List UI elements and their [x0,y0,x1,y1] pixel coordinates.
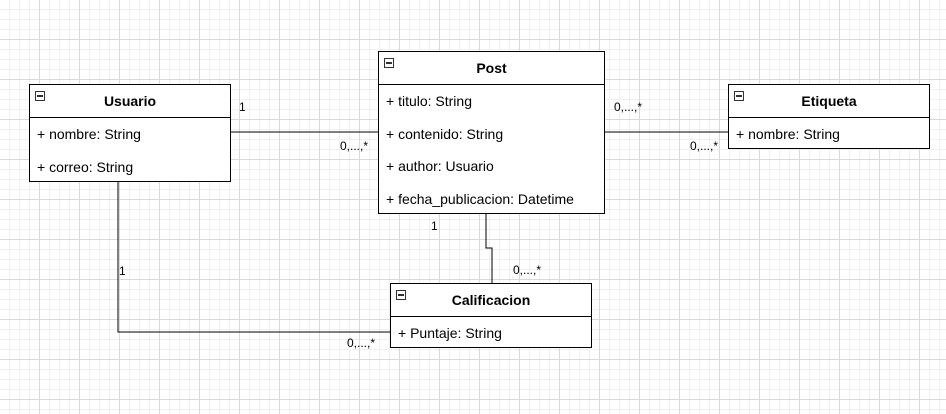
attribute[interactable]: + titulo: String [386,93,472,109]
multiplicity-label: 0,...,* [690,139,719,153]
attribute[interactable]: + fecha_publicacion: Datetime [386,190,574,207]
attribute[interactable]: + Puntaje: String [398,325,502,341]
class-name: Post [476,60,507,76]
multiplicity-label: 0,...,* [340,139,369,153]
multiplicity-label: 0,...,* [347,336,376,350]
class-post[interactable]: Post + titulo: String + contenido: Strin… [378,51,605,214]
collapse-icon[interactable] [384,58,394,68]
class-header[interactable]: Post [379,52,604,85]
attribute[interactable]: + nombre: String [736,126,840,142]
class-header[interactable]: Usuario [30,85,230,118]
class-calificacion[interactable]: Calificacion + Puntaje: String [390,283,592,348]
class-usuario[interactable]: Usuario + nombre: String + correo: Strin… [29,84,231,182]
class-header[interactable]: Calificacion [391,284,591,317]
class-name: Etiqueta [801,93,857,109]
multiplicity-label: 0,...,* [614,100,643,114]
collapse-icon[interactable] [396,290,406,300]
class-header[interactable]: Etiqueta [729,85,929,118]
multiplicity-label: 1 [239,100,246,114]
collapse-icon[interactable] [734,91,744,101]
multiplicity-label: 1 [119,264,126,278]
class-name: Usuario [103,93,157,109]
attribute[interactable]: + nombre: String [37,126,141,142]
class-name: Calificacion [451,292,531,308]
class-etiqueta[interactable]: Etiqueta + nombre: String [728,84,930,149]
attribute[interactable]: + correo: String [37,158,134,175]
multiplicity-label: 1 [431,219,438,233]
usuario-calificacion-association [117,182,390,333]
attribute[interactable]: + contenido: String [386,125,504,142]
multiplicity-label: 0,...,* [513,263,542,277]
post-calificacion-association [485,214,493,283]
attribute[interactable]: + author: Usuario [386,158,494,174]
collapse-icon[interactable] [35,91,45,101]
